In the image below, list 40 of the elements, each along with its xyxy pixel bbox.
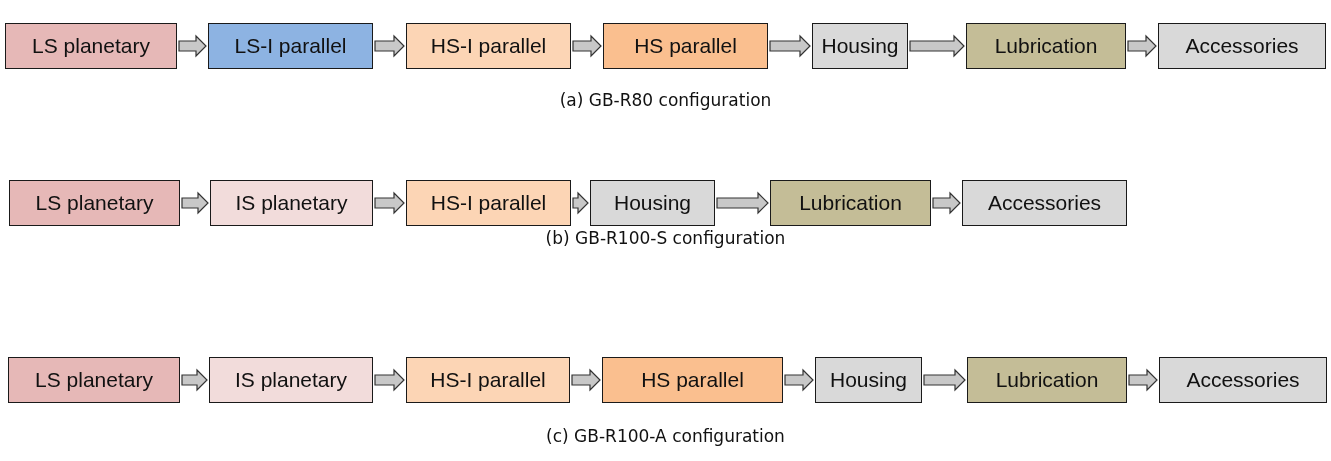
process-box: IS planetary — [210, 180, 373, 226]
process-box: IS planetary — [209, 357, 373, 403]
process-box: Lubrication — [770, 180, 931, 226]
block-arrow — [1128, 368, 1158, 392]
configuration-caption: (b) GB-R100-S configuration — [545, 228, 786, 248]
process-box: HS parallel — [602, 357, 783, 403]
process-box: HS-I parallel — [406, 23, 571, 69]
block-arrow — [374, 34, 405, 58]
process-box: Accessories — [1158, 23, 1326, 69]
process-box: HS parallel — [603, 23, 768, 69]
process-box: HS-I parallel — [406, 357, 570, 403]
block-arrow — [571, 368, 601, 392]
block-arrow — [572, 34, 602, 58]
block-arrow — [181, 368, 208, 392]
process-box: HS-I parallel — [406, 180, 571, 226]
block-arrow — [374, 368, 405, 392]
block-arrow — [572, 191, 589, 215]
block-arrow — [769, 34, 811, 58]
block-arrow — [1127, 34, 1157, 58]
process-box: LS-I parallel — [208, 23, 373, 69]
process-box: LS planetary — [8, 357, 180, 403]
block-arrow — [181, 191, 209, 215]
process-box: LS planetary — [9, 180, 180, 226]
process-box: Lubrication — [967, 357, 1127, 403]
process-box: Housing — [812, 23, 908, 69]
process-box: LS planetary — [5, 23, 177, 69]
block-arrow — [923, 368, 966, 392]
block-arrow — [374, 191, 405, 215]
block-arrow — [932, 191, 961, 215]
block-arrow — [178, 34, 207, 58]
configuration-caption: (a) GB-R80 configuration — [559, 90, 772, 110]
process-box: Lubrication — [966, 23, 1126, 69]
process-box: Accessories — [962, 180, 1127, 226]
block-arrow — [909, 34, 965, 58]
process-box: Housing — [590, 180, 715, 226]
process-box: Accessories — [1159, 357, 1327, 403]
configuration-caption: (c) GB-R100-A configuration — [546, 426, 785, 446]
block-arrow — [784, 368, 814, 392]
block-arrow — [716, 191, 769, 215]
process-box: Housing — [815, 357, 922, 403]
